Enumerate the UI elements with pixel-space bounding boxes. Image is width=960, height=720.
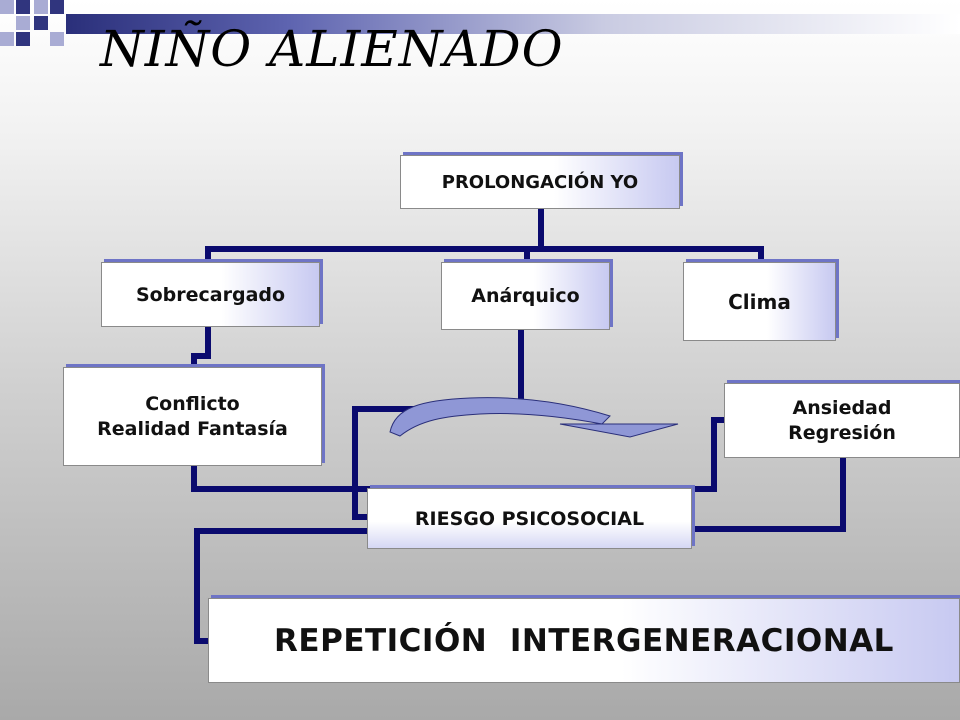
node-anarquico: Anárquico: [441, 262, 610, 330]
decor-square: [50, 32, 64, 46]
decor-square: [34, 0, 48, 14]
header-band: [66, 14, 960, 34]
node-label: Clima: [728, 289, 791, 314]
connector-anar-riesgo: [352, 327, 524, 520]
node-label: Sobrecargado: [135, 283, 286, 306]
node-label-line1: Ansiedad: [792, 396, 892, 419]
node-sobrecargado: Sobrecargado: [101, 262, 320, 327]
decor-square: [0, 32, 14, 46]
node-label: RIESGO PSICOSOCIAL: [414, 507, 645, 530]
connector-sobre-conf: [191, 324, 211, 370]
node-label-line1: Conflicto: [145, 392, 240, 415]
decor-square: [16, 16, 30, 30]
connector-conf-riesgo: [191, 463, 370, 492]
node-label-line2: Regresión: [788, 421, 896, 444]
node-clima: Clima: [683, 262, 836, 341]
node-ansiedad: Ansiedad Regresión: [724, 383, 960, 458]
node-conflicto: Conflicto Realidad Fantasía: [63, 367, 322, 466]
decor-square: [0, 0, 14, 14]
node-label: PROLONGACIÓN YO: [441, 171, 639, 193]
node-repeticion-intergeneracional: REPETICIÓN INTERGENERACIONAL: [208, 598, 960, 683]
node-prolongacion-yo: PROLONGACIÓN YO: [400, 155, 680, 209]
node-label: REPETICIÓN INTERGENERACIONAL: [274, 622, 894, 659]
curved-arrow-icon: [389, 397, 679, 438]
node-label: Anárquico: [471, 285, 580, 307]
connector-ansi-down: [689, 455, 846, 532]
decor-square: [16, 0, 30, 14]
node-label-line2: Realidad Fantasía: [97, 417, 288, 440]
node-riesgo-psicosocial: RIESGO PSICOSOCIAL: [367, 488, 692, 549]
decor-square: [34, 16, 48, 30]
connector-riesgo-repet: [194, 528, 370, 644]
connector-riesgo-ansi: [689, 417, 727, 492]
decor-square: [16, 32, 30, 46]
slide-title: NIÑO ALIENADO: [100, 20, 564, 78]
decor-square: [50, 0, 64, 14]
